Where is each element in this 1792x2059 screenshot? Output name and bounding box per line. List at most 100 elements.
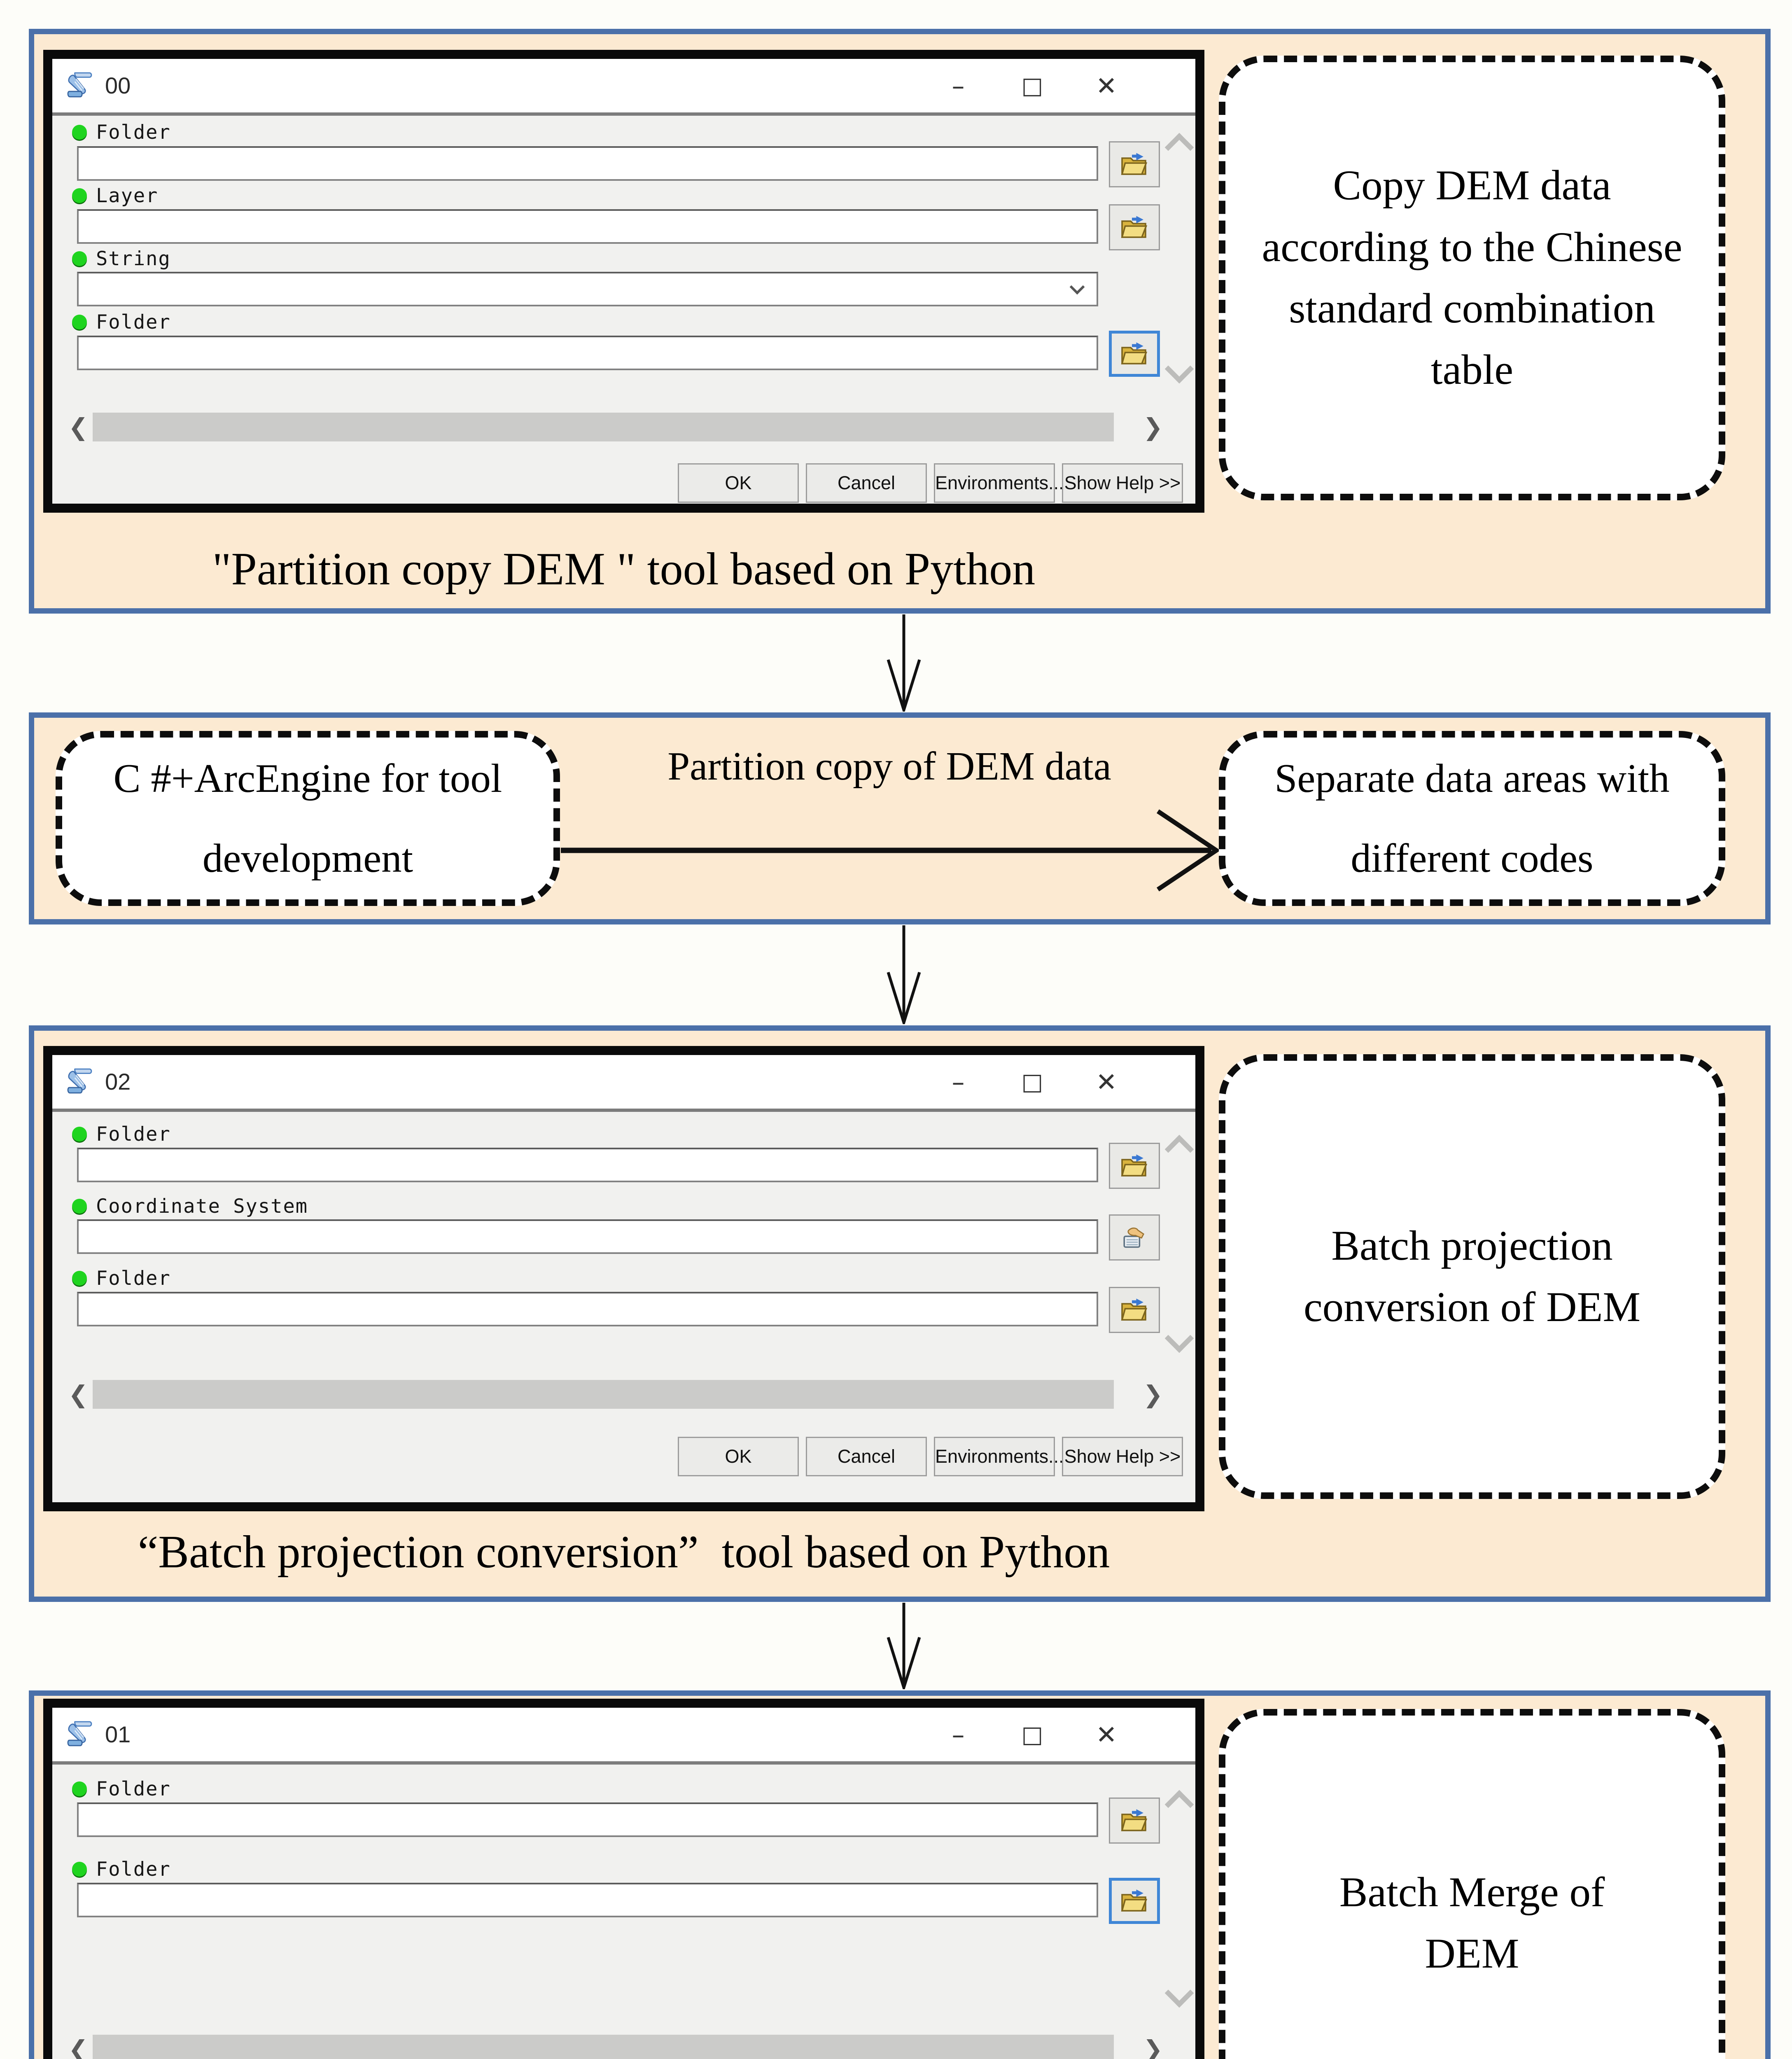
string-combobox[interactable] [77, 272, 1098, 306]
field-label: Folder [96, 1123, 171, 1146]
browse-folder-button-focused[interactable] [1109, 1878, 1160, 1924]
scroll-left-icon[interactable]: ❮ [68, 413, 89, 441]
field-label-row: Folder [72, 310, 171, 334]
layer-input[interactable] [77, 209, 1098, 244]
ok-button[interactable]: OK [678, 1437, 799, 1476]
environments-button[interactable]: Environments... [934, 463, 1064, 503]
field-label: Coordinate System [96, 1195, 308, 1218]
browse-folder-button[interactable] [1109, 1798, 1160, 1844]
browse-folder-button[interactable] [1109, 141, 1160, 187]
show-help-button[interactable]: Show Help >> [1062, 463, 1183, 503]
scroll-right-icon[interactable]: ❯ [1143, 1380, 1163, 1408]
horizontal-scrollbar[interactable]: ❮ ❯ [64, 2034, 1167, 2059]
flow-arrow-down [887, 614, 921, 712]
script-tool-icon [67, 1068, 92, 1094]
scrollbar-thumb[interactable] [93, 1380, 1114, 1409]
required-dot-icon [72, 1127, 87, 1142]
maximize-button[interactable]: □ [1021, 1721, 1043, 1748]
tool-dialog-02: 02 – □ ✕ Folder Coordinate Syst [43, 1046, 1204, 1511]
scroll-up-chevron[interactable] [1164, 133, 1194, 162]
dialog-titlebar[interactable]: 00 – □ ✕ [52, 59, 1195, 112]
coordinate-system-picker-button[interactable] [1109, 1214, 1160, 1261]
folder-open-icon [1121, 342, 1148, 364]
browse-folder-button[interactable] [1109, 1287, 1160, 1333]
required-dot-icon [72, 315, 87, 329]
field-label-row: String [72, 246, 171, 271]
chevron-down-icon [1069, 279, 1085, 295]
scroll-down-chevron[interactable] [1164, 1324, 1194, 1353]
dialog-titlebar[interactable]: 02 – □ ✕ [52, 1055, 1195, 1109]
required-dot-icon [72, 125, 87, 140]
folder-open-icon [1121, 1809, 1148, 1831]
box-arcengine: C #+ArcEngine for tool development [56, 731, 560, 906]
maximize-button[interactable]: □ [1021, 1069, 1043, 1095]
field-label-row: Folder [72, 1122, 171, 1146]
required-dot-icon [72, 1199, 87, 1214]
field-label-row: Folder [72, 1266, 171, 1291]
dialog-titlebar[interactable]: 01 – □ ✕ [52, 1708, 1195, 1761]
required-dot-icon [72, 1862, 87, 1877]
flow-arrow-down [887, 925, 921, 1024]
minimize-button[interactable]: – [952, 1720, 965, 1750]
note-batch-merge: Batch Merge of DEM [1219, 1709, 1725, 2059]
close-button[interactable]: ✕ [1096, 1720, 1117, 1750]
folder-input[interactable] [77, 1883, 1098, 1917]
field-label: Folder [96, 310, 171, 334]
minimize-button[interactable]: – [952, 1067, 965, 1097]
tool-dialog-00: 00 – □ ✕ Folder Layer [43, 50, 1204, 513]
browse-folder-button-focused[interactable] [1109, 331, 1160, 377]
scroll-right-icon[interactable]: ❯ [1143, 2035, 1163, 2059]
dialog-button-row: OK Cancel Environments... Show Help >> [52, 463, 1183, 503]
cancel-button[interactable]: Cancel [806, 1437, 927, 1476]
close-button[interactable]: ✕ [1096, 1067, 1117, 1097]
required-dot-icon [72, 1781, 87, 1796]
flow-arrow-down [887, 1603, 921, 1689]
browse-layer-button[interactable] [1109, 204, 1160, 250]
close-button[interactable]: ✕ [1096, 71, 1117, 101]
scroll-right-icon[interactable]: ❯ [1143, 413, 1163, 441]
horizontal-scrollbar[interactable]: ❮ ❯ [64, 412, 1167, 442]
scroll-left-icon[interactable]: ❮ [68, 2035, 89, 2059]
tool-dialog-01: 01 – □ ✕ Folder Folder [43, 1699, 1204, 2059]
minimize-button[interactable]: – [952, 71, 965, 101]
field-label: Folder [96, 121, 171, 144]
scrollbar-thumb[interactable] [93, 413, 1114, 441]
folder-open-icon [1121, 1154, 1148, 1177]
field-label: Folder [96, 1858, 171, 1881]
browse-folder-button[interactable] [1109, 1143, 1160, 1189]
scroll-down-chevron[interactable] [1164, 354, 1194, 384]
folder-input[interactable] [77, 336, 1098, 370]
note-copy-dem: Copy DEM data according to the Chinese s… [1219, 56, 1725, 500]
scroll-down-chevron[interactable] [1164, 1978, 1194, 2008]
folder-input[interactable] [77, 1292, 1098, 1326]
horizontal-scrollbar[interactable]: ❮ ❯ [64, 1379, 1167, 1410]
scroll-left-icon[interactable]: ❮ [68, 1380, 89, 1408]
dialog-body: Folder Coordinate System [52, 1112, 1195, 1502]
ok-button[interactable]: OK [678, 463, 799, 503]
folder-input[interactable] [77, 146, 1098, 181]
environments-button[interactable]: Environments... [934, 1437, 1064, 1476]
dialog-title: 00 [105, 72, 131, 98]
dialog-body: Folder Layer [52, 116, 1195, 504]
dialog-body: Folder Folder [52, 1765, 1195, 2059]
script-tool-icon [67, 1721, 92, 1746]
folder-open-icon [1121, 216, 1148, 238]
scrollbar-thumb[interactable] [93, 2035, 1114, 2059]
folder-open-icon [1121, 1298, 1148, 1321]
scroll-up-chevron[interactable] [1164, 1135, 1194, 1164]
required-dot-icon [72, 1271, 87, 1286]
caption-batch-projection: “Batch projection conversion” tool based… [138, 1527, 1110, 1578]
cancel-button[interactable]: Cancel [806, 463, 927, 503]
folder-input[interactable] [77, 1802, 1098, 1837]
arrow-label-partition-copy: Partition copy of DEM data [667, 744, 1111, 788]
scroll-up-chevron[interactable] [1164, 1790, 1194, 1819]
show-help-button[interactable]: Show Help >> [1062, 1437, 1183, 1476]
maximize-button[interactable]: □ [1021, 72, 1043, 99]
coordinate-system-input[interactable] [77, 1219, 1098, 1254]
folder-open-icon [1121, 1889, 1148, 1912]
dialog-title: 02 [105, 1069, 131, 1095]
folder-input[interactable] [77, 1148, 1098, 1182]
titlebar-divider [52, 1109, 1195, 1112]
box-separate-areas: Separate data areas with different codes [1219, 731, 1725, 906]
